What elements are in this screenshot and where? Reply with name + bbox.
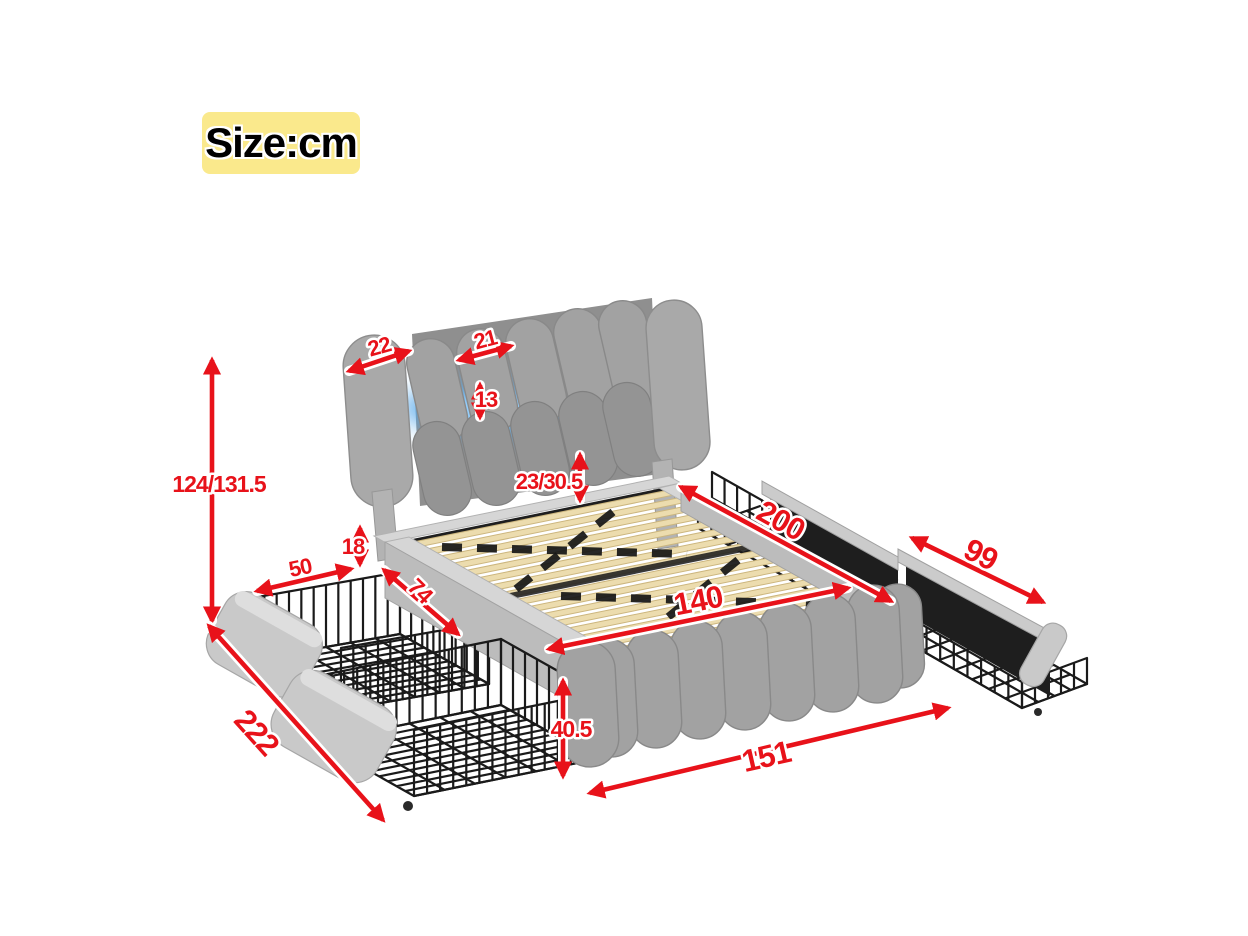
right-drawer-2-end-cap	[1018, 622, 1068, 688]
headboard	[342, 298, 711, 562]
headboard-right-pillar	[645, 299, 711, 471]
dim-arrow-overall-length	[204, 621, 388, 825]
dim-arrow-pillar-top-width	[344, 346, 414, 376]
dim-arrow-bed-length	[676, 482, 896, 606]
dim-label-headboard-to-frame: 23/30.5	[516, 469, 583, 494]
dim-arrow-cushion-width	[454, 340, 516, 366]
dim-arrow-side-drawer-width	[252, 563, 356, 597]
caster-wheel	[403, 801, 413, 811]
size-unit-badge: Size:cm	[202, 112, 360, 174]
dim-arrow-foot-drawer-length	[907, 533, 1048, 607]
caster-wheel	[1034, 708, 1042, 716]
dim-label-foot-drawer-length: 99	[958, 531, 1004, 577]
dim-label-footboard-height: 40.5	[551, 716, 593, 742]
headboard-bottom-cushions	[412, 381, 662, 516]
dim-arrow-side-drawer-depth	[379, 565, 463, 639]
dim-arrow-overall-width	[585, 702, 953, 799]
dim-label-overall-height: 124/131.5	[172, 471, 267, 497]
dim-label-led-gap: 13	[475, 387, 498, 412]
dim-label-overall-width: 151	[738, 734, 794, 779]
dim-label-frame-clearance: 18	[342, 534, 365, 559]
size-unit-label: Size:cm	[205, 119, 358, 166]
dim-label-side-drawer-width: 50	[287, 553, 315, 582]
